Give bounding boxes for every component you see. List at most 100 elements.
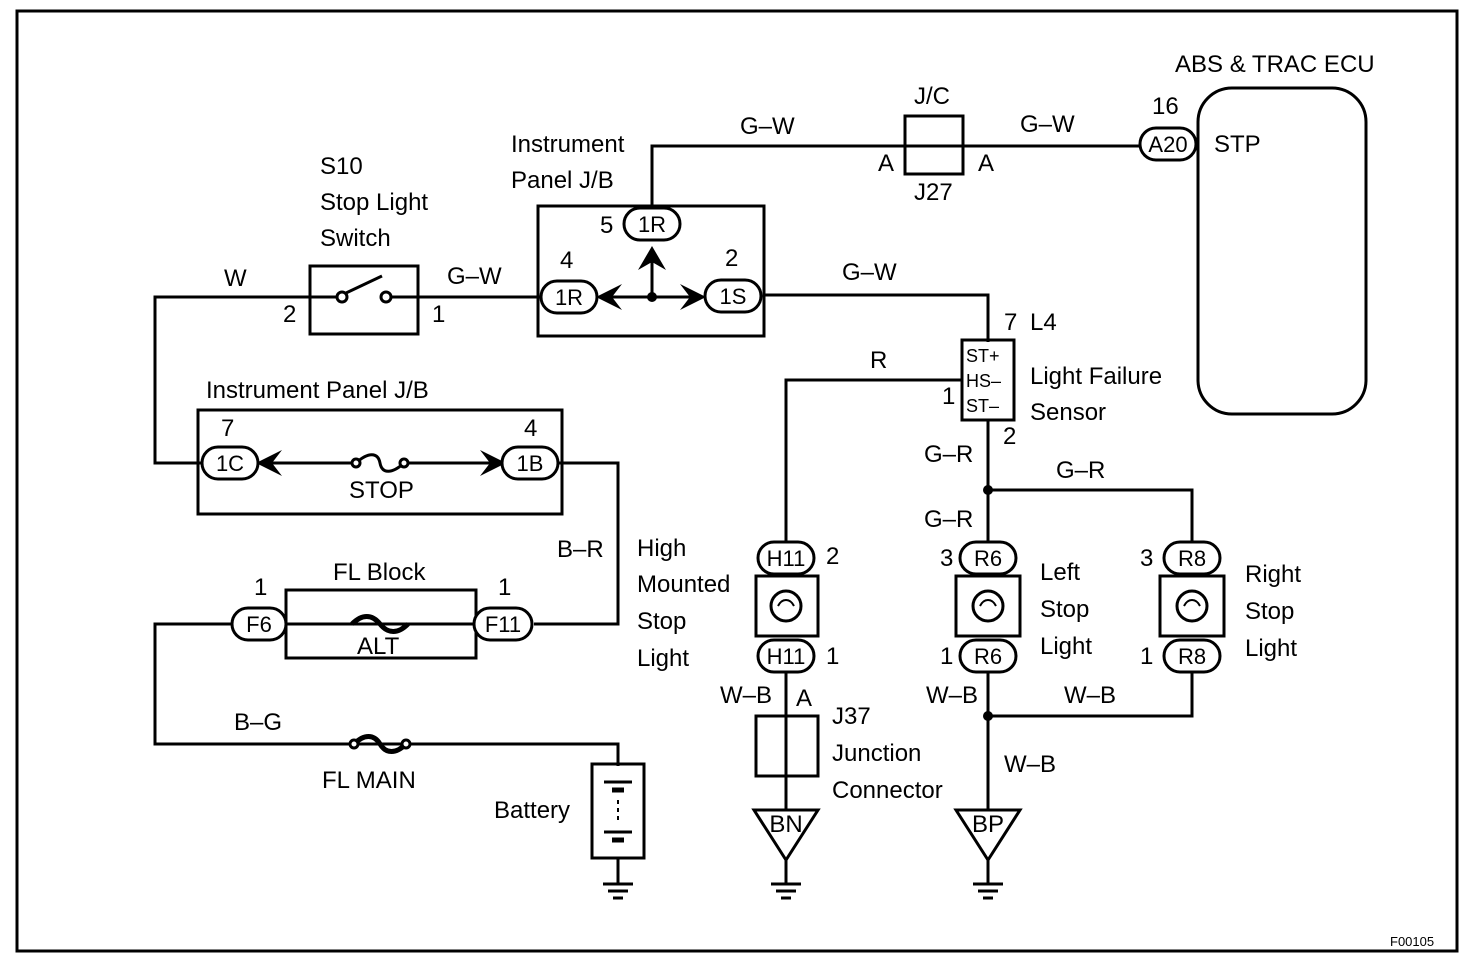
wire-label: R xyxy=(870,347,887,374)
bulb-icon xyxy=(1175,589,1209,623)
wire-label: G–W xyxy=(1020,111,1075,138)
ipjb-bottom-conn-right: 1B xyxy=(517,451,544,476)
wire-label: W–B xyxy=(720,682,772,709)
sensor-line2: Sensor xyxy=(1030,399,1106,426)
switch-id: S10 xyxy=(320,153,363,180)
ipjb-top-title-1: Instrument xyxy=(511,131,625,158)
wire-label: G–R xyxy=(924,506,973,533)
fl-block: FL Block ALT F6 1 F11 1 xyxy=(230,559,534,660)
right-stop-conn-bottom: R8 xyxy=(1178,644,1206,669)
ground-bp-label: BP xyxy=(972,811,1004,838)
j37-id: J37 xyxy=(832,703,871,730)
ipjb-top-conn-left-num: 4 xyxy=(560,247,573,274)
fuse-icon xyxy=(354,453,406,473)
hmsl-line1: High xyxy=(637,535,686,562)
ecu-connector: A20 xyxy=(1148,132,1187,157)
left-stop-light: R6 R6 3 1 Left Stop Light xyxy=(940,540,1092,674)
ipjb-top-conn-right: 1S xyxy=(720,284,747,309)
sensor-st-minus: ST– xyxy=(966,396,999,416)
arrow-up-icon xyxy=(638,246,666,270)
alt-label: ALT xyxy=(357,633,400,660)
right-stop-conn-top: R8 xyxy=(1178,546,1206,571)
left-stop-line2: Stop xyxy=(1040,596,1089,623)
light-failure-sensor: ST+ HS– ST– 7 1 2 L4 Light Failure Senso… xyxy=(942,309,1162,450)
left-stop-pin-top: 3 xyxy=(940,545,953,572)
switch-line2: Switch xyxy=(320,225,391,252)
sensor-pin1: 1 xyxy=(942,383,955,410)
fusible-link-icon xyxy=(350,614,410,634)
ground-icon xyxy=(603,882,633,900)
arrow-left-icon xyxy=(596,284,622,310)
battery-label: Battery xyxy=(494,797,570,824)
bulb-icon xyxy=(769,589,803,623)
junction-connector-j27: J/C J27 A A xyxy=(878,83,994,206)
fl-main: FL MAIN xyxy=(322,734,416,794)
hmsl-conn-bottom: H11 xyxy=(767,644,806,669)
sensor-id: L4 xyxy=(1030,309,1057,336)
fl-main-label: FL MAIN xyxy=(322,767,416,794)
ipjb-bottom-conn-left-num: 7 xyxy=(221,415,234,442)
right-stop-pin-top: 3 xyxy=(1140,545,1153,572)
right-stop-light: R8 R8 3 1 Right Stop Light xyxy=(1140,540,1301,674)
instrument-panel-jb-top: Instrument Panel J/B 1R 5 1R 4 1S 2 xyxy=(511,131,766,338)
ecu-pin-number: 16 xyxy=(1152,93,1179,120)
splice-dot xyxy=(983,485,993,495)
sensor-line1: Light Failure xyxy=(1030,363,1162,390)
sensor-pin2: 2 xyxy=(1003,423,1016,450)
wire-label: W xyxy=(224,265,247,292)
hmsl-line4: Light xyxy=(637,645,689,672)
figure-code: F00105 xyxy=(1390,934,1434,949)
fl-conn-left: F6 xyxy=(246,612,272,637)
left-stop-line1: Left xyxy=(1040,559,1080,586)
jc-name: J27 xyxy=(914,179,953,206)
bulb-icon xyxy=(971,589,1005,623)
right-stop-line1: Right xyxy=(1245,561,1301,588)
ipjb-top-conn-top-num: 5 xyxy=(600,212,613,239)
stop-light-switch: S10 Stop Light Switch 2 1 xyxy=(283,153,445,336)
wire-label: B–R xyxy=(557,536,604,563)
left-stop-pin-bottom: 1 xyxy=(940,643,953,670)
wire-label: W–B xyxy=(1004,751,1056,778)
jc-pin-left: A xyxy=(878,150,894,177)
wire-label: G–R xyxy=(1056,457,1105,484)
wire-label: G–W xyxy=(842,259,897,286)
hmsl-line2: Mounted xyxy=(637,571,730,598)
ipjb-bottom-title: Instrument Panel J/B xyxy=(206,377,429,404)
ground-bn-label: BN xyxy=(769,811,802,838)
arrow-left-icon xyxy=(256,450,282,476)
wire-label: W–B xyxy=(926,682,978,709)
wire-label: G–W xyxy=(447,263,502,290)
wire-label: G–W xyxy=(740,113,795,140)
j37-line2: Connector xyxy=(832,777,943,804)
high-mounted-stop-light: High Mounted Stop Light H11 H11 2 1 xyxy=(637,535,839,674)
left-stop-conn-top: R6 xyxy=(974,546,1002,571)
ipjb-top-title-2: Panel J/B xyxy=(511,167,614,194)
battery: Battery xyxy=(494,762,646,860)
fl-conn-left-num: 1 xyxy=(254,574,267,601)
switch-pin-right: 1 xyxy=(432,301,445,328)
switch-pin-left: 2 xyxy=(283,301,296,328)
abs-trac-ecu: ABS & TRAC ECU 16 A20 STP xyxy=(1138,51,1375,416)
wire-label: G–R xyxy=(924,441,973,468)
jc-pin-right: A xyxy=(978,150,994,177)
wire-label: W–B xyxy=(1064,682,1116,709)
ipjb-top-conn-top: 1R xyxy=(638,212,666,237)
hmsl-pin-bottom: 1 xyxy=(826,643,839,670)
ipjb-bottom-conn-right-num: 4 xyxy=(524,415,537,442)
j37-junction-connector: A J37 Junction Connector xyxy=(754,685,943,804)
hmsl-pin-top: 2 xyxy=(826,543,839,570)
arrow-right-icon xyxy=(680,284,706,310)
right-stop-line2: Stop xyxy=(1245,598,1294,625)
jc-title: J/C xyxy=(914,83,950,110)
sensor-st-plus: ST+ xyxy=(966,346,1000,366)
hmsl-conn-top: H11 xyxy=(767,546,806,571)
stop-fuse-label: STOP xyxy=(349,477,414,504)
instrument-panel-jb-bottom: Instrument Panel J/B STOP 1C 7 1B 4 xyxy=(196,377,564,516)
ground-point-bp: BP xyxy=(953,808,1023,900)
arrow-right-icon xyxy=(480,450,506,476)
fusible-link-icon xyxy=(352,734,408,754)
sensor-pin7: 7 xyxy=(1004,309,1017,336)
ipjb-top-conn-left: 1R xyxy=(555,285,583,310)
diagram-frame xyxy=(15,9,1459,953)
